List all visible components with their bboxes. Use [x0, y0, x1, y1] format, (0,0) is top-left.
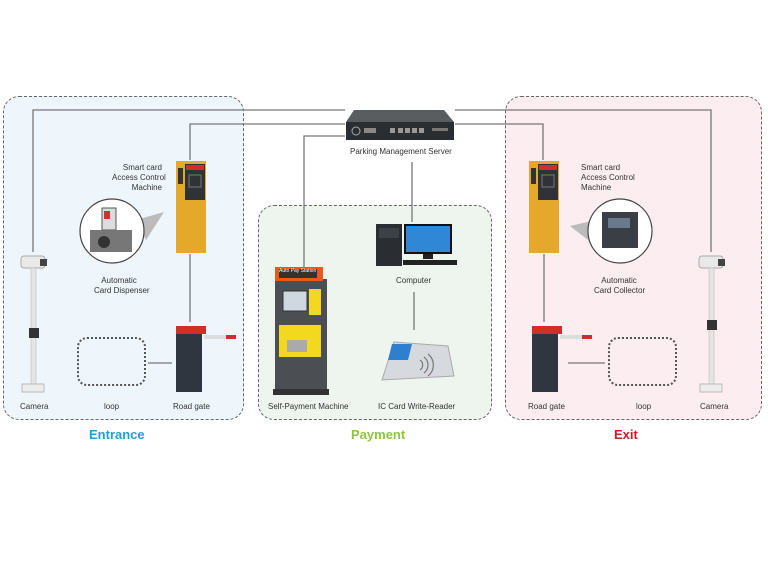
card-collector-label: Automatic Card Collector [594, 276, 646, 295]
exit-camera-label: Camera [700, 402, 729, 411]
exit-loop-icon [608, 337, 677, 386]
entrance-road-gate-icon [176, 326, 236, 392]
exit-access-machine-label: Smart card Access Control Machine [581, 163, 635, 192]
wire-entrance-machine [189, 123, 345, 160]
payment-title: Payment [351, 427, 406, 442]
self-payment-machine-icon [273, 267, 329, 395]
pay-station-sign: Auto Pay Station [279, 268, 317, 274]
computer-label: Computer [396, 276, 432, 285]
exit-loop-label: loop [636, 402, 652, 411]
exit-camera-icon [698, 255, 725, 393]
exit-road-gate-label: Road gate [528, 402, 565, 411]
entrance-road-gate-label: Road gate [173, 402, 210, 411]
entrance-access-machine-icon [176, 161, 206, 253]
wire-entrance-camera [32, 109, 345, 252]
wire-exit-camera [455, 109, 712, 252]
self-payment-machine-label: Self-Payment Machine [268, 402, 349, 411]
wire-payment-machine [303, 135, 345, 268]
card-collector-icon [570, 198, 653, 264]
server-icon [346, 110, 454, 140]
exit-road-gate-icon [532, 326, 592, 392]
computer-icon [376, 224, 457, 266]
exit-access-machine-icon [529, 161, 559, 253]
entrance-camera-icon [20, 255, 47, 393]
ic-card-reader-icon [381, 341, 455, 381]
entrance-loop-label: loop [104, 402, 120, 411]
entrance-access-machine-label: Smart card Access Control Machine [112, 163, 166, 192]
ic-card-reader-label: IC Card Write-Reader [378, 402, 456, 411]
wire-exit-machine [455, 123, 544, 160]
card-dispenser-label: Automatic Card Dispenser [94, 276, 150, 295]
entrance-camera-label: Camera [20, 402, 49, 411]
server-label: Parking Management Server [350, 147, 452, 156]
card-dispenser-icon [79, 198, 164, 264]
entrance-loop-icon [77, 337, 146, 386]
entrance-title: Entrance [89, 427, 145, 442]
exit-title: Exit [614, 427, 638, 442]
